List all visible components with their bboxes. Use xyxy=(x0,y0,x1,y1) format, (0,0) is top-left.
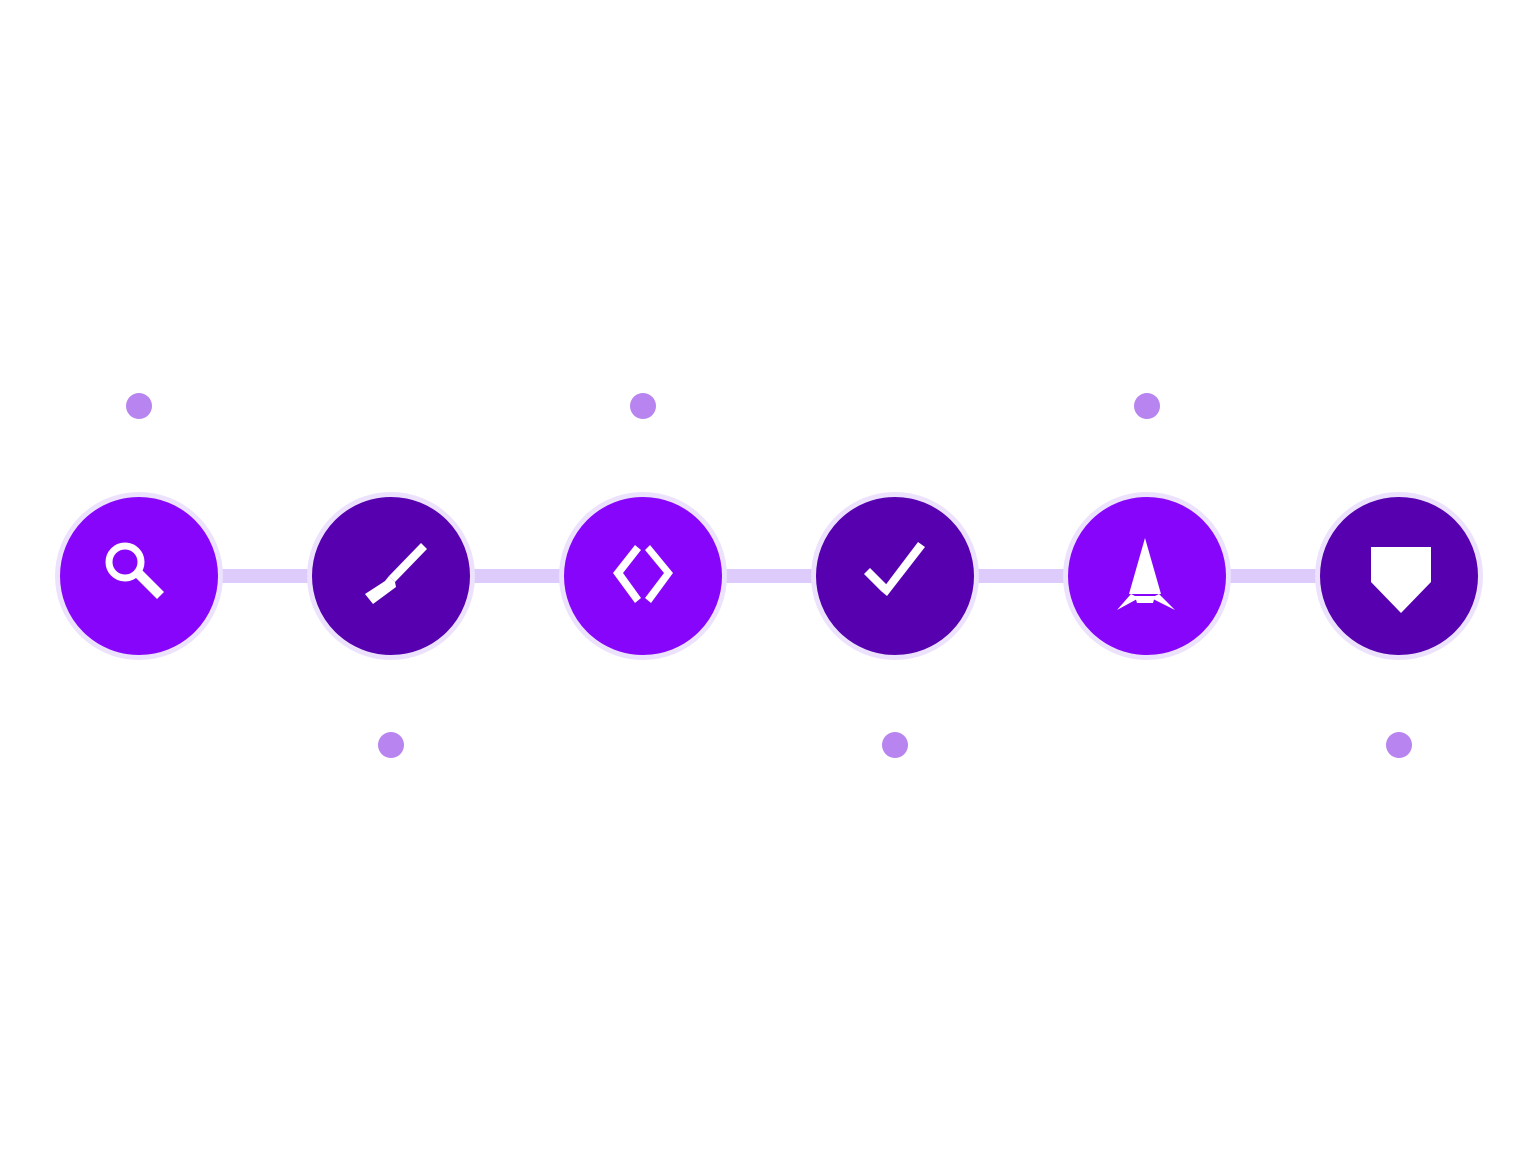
connector-line xyxy=(973,569,1069,583)
connector-line xyxy=(469,569,565,583)
step-2-button[interactable] xyxy=(307,492,475,660)
step-6-button[interactable] xyxy=(1315,492,1483,660)
connector-line xyxy=(217,569,313,583)
code-icon xyxy=(613,545,673,603)
connector-line xyxy=(1225,569,1321,583)
check-icon xyxy=(864,542,925,596)
shield-icon xyxy=(1371,547,1431,613)
connector-line xyxy=(721,569,817,583)
pen-icon xyxy=(365,543,427,604)
step-3-button[interactable] xyxy=(559,492,727,660)
search-icon xyxy=(105,542,164,599)
marker-dot-below xyxy=(1386,732,1412,758)
marker-dot-above xyxy=(126,393,152,419)
step-1-button[interactable] xyxy=(55,492,223,660)
step-4-button[interactable] xyxy=(811,492,979,660)
marker-dot-above xyxy=(1134,393,1160,419)
marker-dot-above xyxy=(630,393,656,419)
rocket-icon xyxy=(1117,538,1175,610)
marker-dot-below xyxy=(378,732,404,758)
marker-dot-below xyxy=(882,732,908,758)
step-5-button[interactable] xyxy=(1063,492,1231,660)
